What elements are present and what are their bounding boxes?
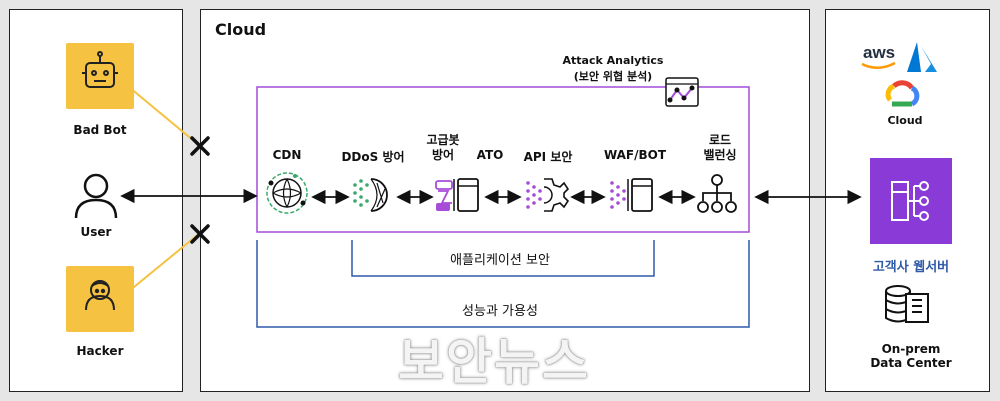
hacker-icon-box xyxy=(66,266,134,332)
analytics-icon xyxy=(665,77,699,107)
cloud-provider-label: Cloud xyxy=(887,114,923,127)
hacker-label: Hacker xyxy=(76,344,124,358)
performance-bracket xyxy=(256,240,750,328)
attack-analytics-sub: (보안 위협 분석) xyxy=(573,70,653,83)
aws-logo-icon: aws xyxy=(863,43,895,62)
ddos-label: DDoS 방어 xyxy=(341,150,405,164)
bad-bot-icon-box xyxy=(66,43,134,109)
web-server-label: 고객사 웹서버 xyxy=(872,260,950,275)
watermark: 보안뉴스 xyxy=(398,333,590,391)
bad-bot-label: Bad Bot xyxy=(73,123,127,137)
security-box xyxy=(256,86,750,233)
waf-bot-icon xyxy=(610,178,653,212)
load-balancer-icon xyxy=(697,174,737,213)
cdn-label: CDN xyxy=(272,148,302,162)
performance-label: 성능과 가용성 xyxy=(462,304,538,319)
web-server-box xyxy=(870,158,952,244)
attack-analytics-label: Attack Analytics xyxy=(562,54,664,67)
google-cloud-logo-icon xyxy=(885,80,920,107)
waf-bot-label: WAF/BOT xyxy=(603,148,667,162)
app-security-bracket xyxy=(351,240,655,277)
user-label: User xyxy=(80,225,112,239)
robot-icon xyxy=(82,51,118,88)
web-server-icon xyxy=(891,181,929,221)
hacker-icon xyxy=(85,280,115,311)
app-security-label: 애플리케이션 보안 xyxy=(450,253,550,268)
block-x-icon xyxy=(190,136,210,156)
api-security-label: API 보안 xyxy=(523,150,573,164)
user-icon xyxy=(74,173,118,219)
onprem-server-icon xyxy=(885,285,929,323)
cdn-icon xyxy=(266,172,308,214)
bot-defense-label: 고급봇 방어 xyxy=(426,133,460,162)
api-gear-icon xyxy=(526,178,570,212)
load-balancing-label: 로드 밸런싱 xyxy=(703,133,737,162)
cloud-title: Cloud xyxy=(215,20,267,39)
onprem-label: On-prem Data Center xyxy=(870,342,952,370)
bot-defense-icon xyxy=(435,178,479,212)
azure-logo-icon xyxy=(907,42,937,72)
aws-smile-icon xyxy=(861,61,896,69)
block-x-icon xyxy=(190,224,210,244)
ddos-shield-icon xyxy=(353,178,388,212)
ato-label: ATO xyxy=(476,148,504,162)
